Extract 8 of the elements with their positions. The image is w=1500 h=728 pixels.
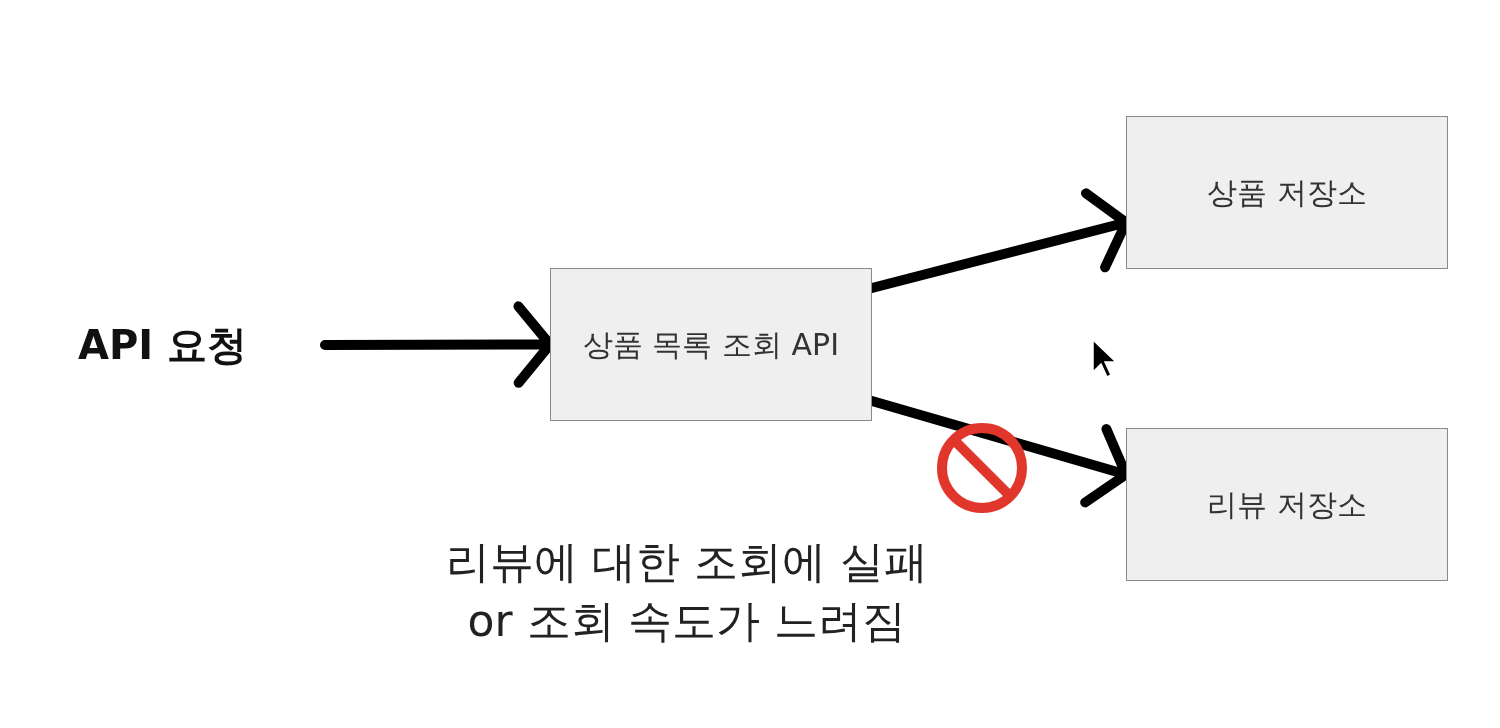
request-label: API 요청 bbox=[77, 321, 248, 370]
box-label: 리뷰 저장소 bbox=[1207, 486, 1367, 524]
note-text: 리뷰에 대한 조회에 실패 or 조회 속도가 느려짐 bbox=[445, 535, 929, 649]
process-box bbox=[1126, 428, 1448, 581]
box-label: 상품 목록 조회 API bbox=[582, 326, 840, 364]
box-label: 상품 저장소 bbox=[1207, 174, 1367, 212]
process-box bbox=[1126, 116, 1448, 269]
process-box bbox=[550, 268, 872, 421]
